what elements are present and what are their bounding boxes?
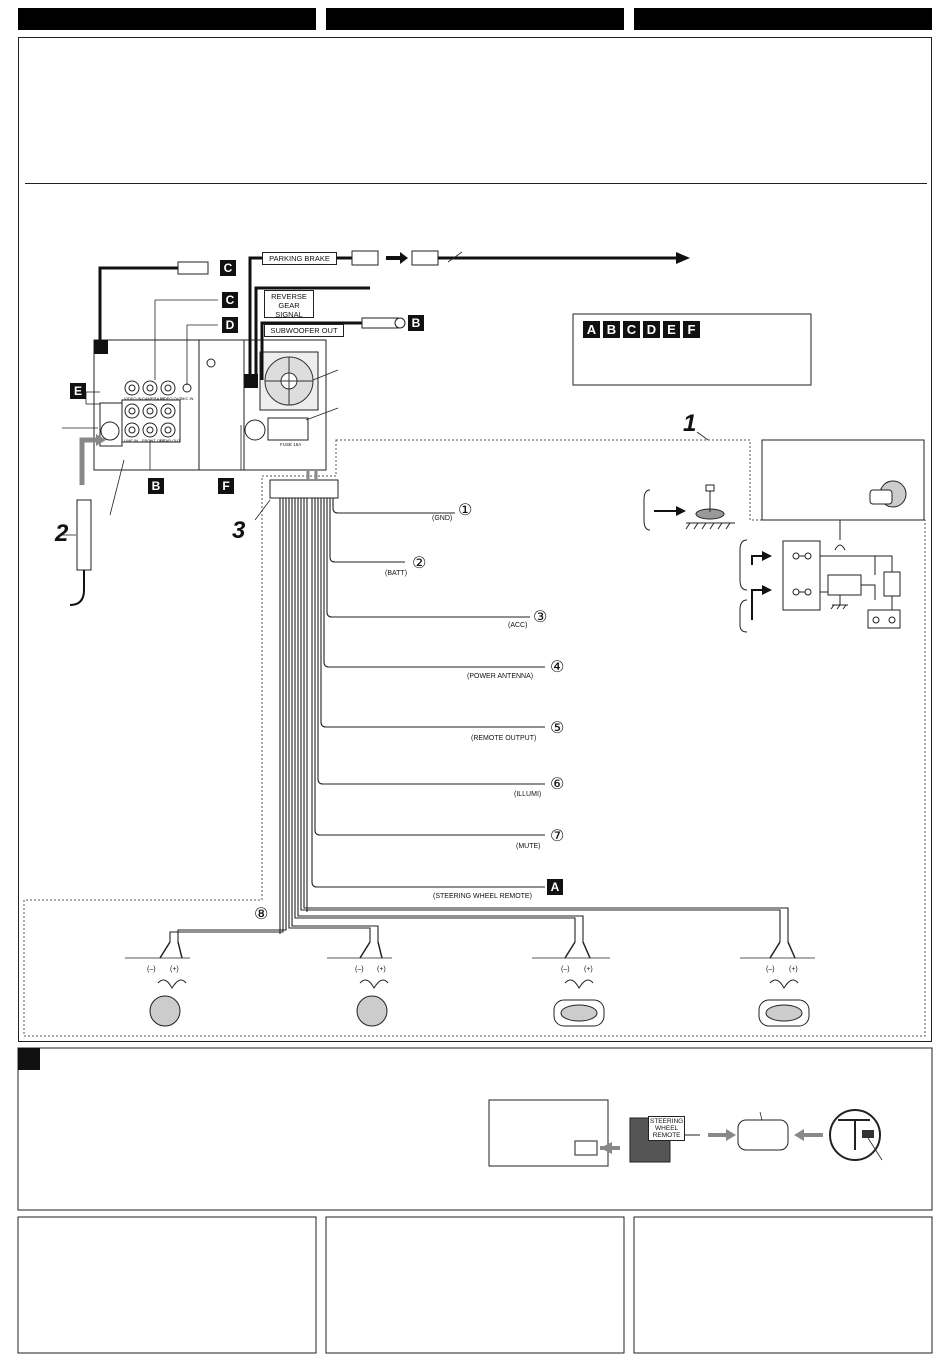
wire-label-power-antenna: (POWER ANTENNA)	[467, 673, 534, 680]
badge-d: D	[222, 317, 238, 333]
wire-num-4: ④	[550, 657, 565, 676]
wire-num-7: ⑦	[550, 826, 565, 845]
main-frame	[18, 37, 932, 1042]
video-out-label: VIDEO OUT	[160, 396, 183, 401]
legend-badges: A B C D E F	[583, 321, 700, 338]
line-in-label: LINE IN	[124, 438, 139, 443]
wire-num-5: ⑤	[550, 718, 565, 737]
badge-c: C	[222, 292, 238, 308]
legend-badge-b: B	[603, 321, 620, 338]
wire-num-2: ②	[412, 553, 427, 572]
rear-out-label: REAR OUT	[160, 438, 181, 443]
speaker4-minus: (–)	[766, 966, 775, 973]
speaker1-plus: (+)	[170, 966, 179, 973]
legend-badge-e: E	[663, 321, 680, 338]
wire-label-steering-remote: (STEERING WHEEL REMOTE)	[433, 893, 532, 900]
speaker1-minus: (–)	[147, 966, 156, 973]
badge-e: E	[70, 383, 86, 399]
divider	[25, 183, 927, 184]
mic-in-label: MIC IN	[181, 396, 194, 401]
legend-badge-a: A	[583, 321, 600, 338]
front-out-label: FRONT OUT	[142, 438, 166, 443]
camera-in-label: CAMERA IN	[142, 396, 165, 401]
badge-b: B	[148, 478, 164, 494]
step-number-1: 1	[683, 410, 697, 437]
parking-brake-label: PARKING BRAKE	[262, 252, 337, 265]
badge-c-top: C	[220, 260, 236, 276]
wire-label-mute: (MUTE)	[516, 843, 541, 850]
speaker2-minus: (–)	[355, 966, 364, 973]
wire-label-gnd: (GND)	[432, 515, 453, 522]
header-bar-1	[18, 8, 316, 30]
badge-b-sub: B	[408, 315, 424, 331]
step-number-3: 3	[232, 517, 246, 544]
step-number-2: 2	[55, 520, 69, 547]
wire-label-acc: (ACC)	[508, 622, 528, 629]
wire-num-1: ①	[458, 500, 473, 519]
speaker3-plus: (+)	[584, 966, 593, 973]
speaker4-plus: (+)	[789, 966, 798, 973]
legend-badge-f: F	[683, 321, 700, 338]
video-in-label: VIDEO IN	[124, 396, 142, 401]
wire-num-3: ③	[533, 607, 548, 626]
badge-f: F	[218, 478, 234, 494]
header-bar-3	[634, 8, 932, 30]
subwoofer-out-label: SUBWOOFER OUT	[264, 324, 344, 337]
speaker3-minus: (–)	[561, 966, 570, 973]
badge-a: A	[547, 879, 563, 895]
wire-label-illumi: (ILLUMI)	[514, 791, 542, 798]
header-bar-2	[326, 8, 624, 30]
wire-num-6: ⑥	[550, 774, 565, 793]
wire-label-remote-output: (REMOTE OUTPUT)	[471, 735, 537, 742]
speaker2-plus: (+)	[377, 966, 386, 973]
fuse-label: FUSE 15A	[280, 442, 302, 447]
legend-badge-d: D	[643, 321, 660, 338]
wire-label-batt: (BATT)	[385, 570, 408, 577]
wire-num-8: ⑧	[254, 904, 269, 923]
legend-badge-c: C	[623, 321, 640, 338]
